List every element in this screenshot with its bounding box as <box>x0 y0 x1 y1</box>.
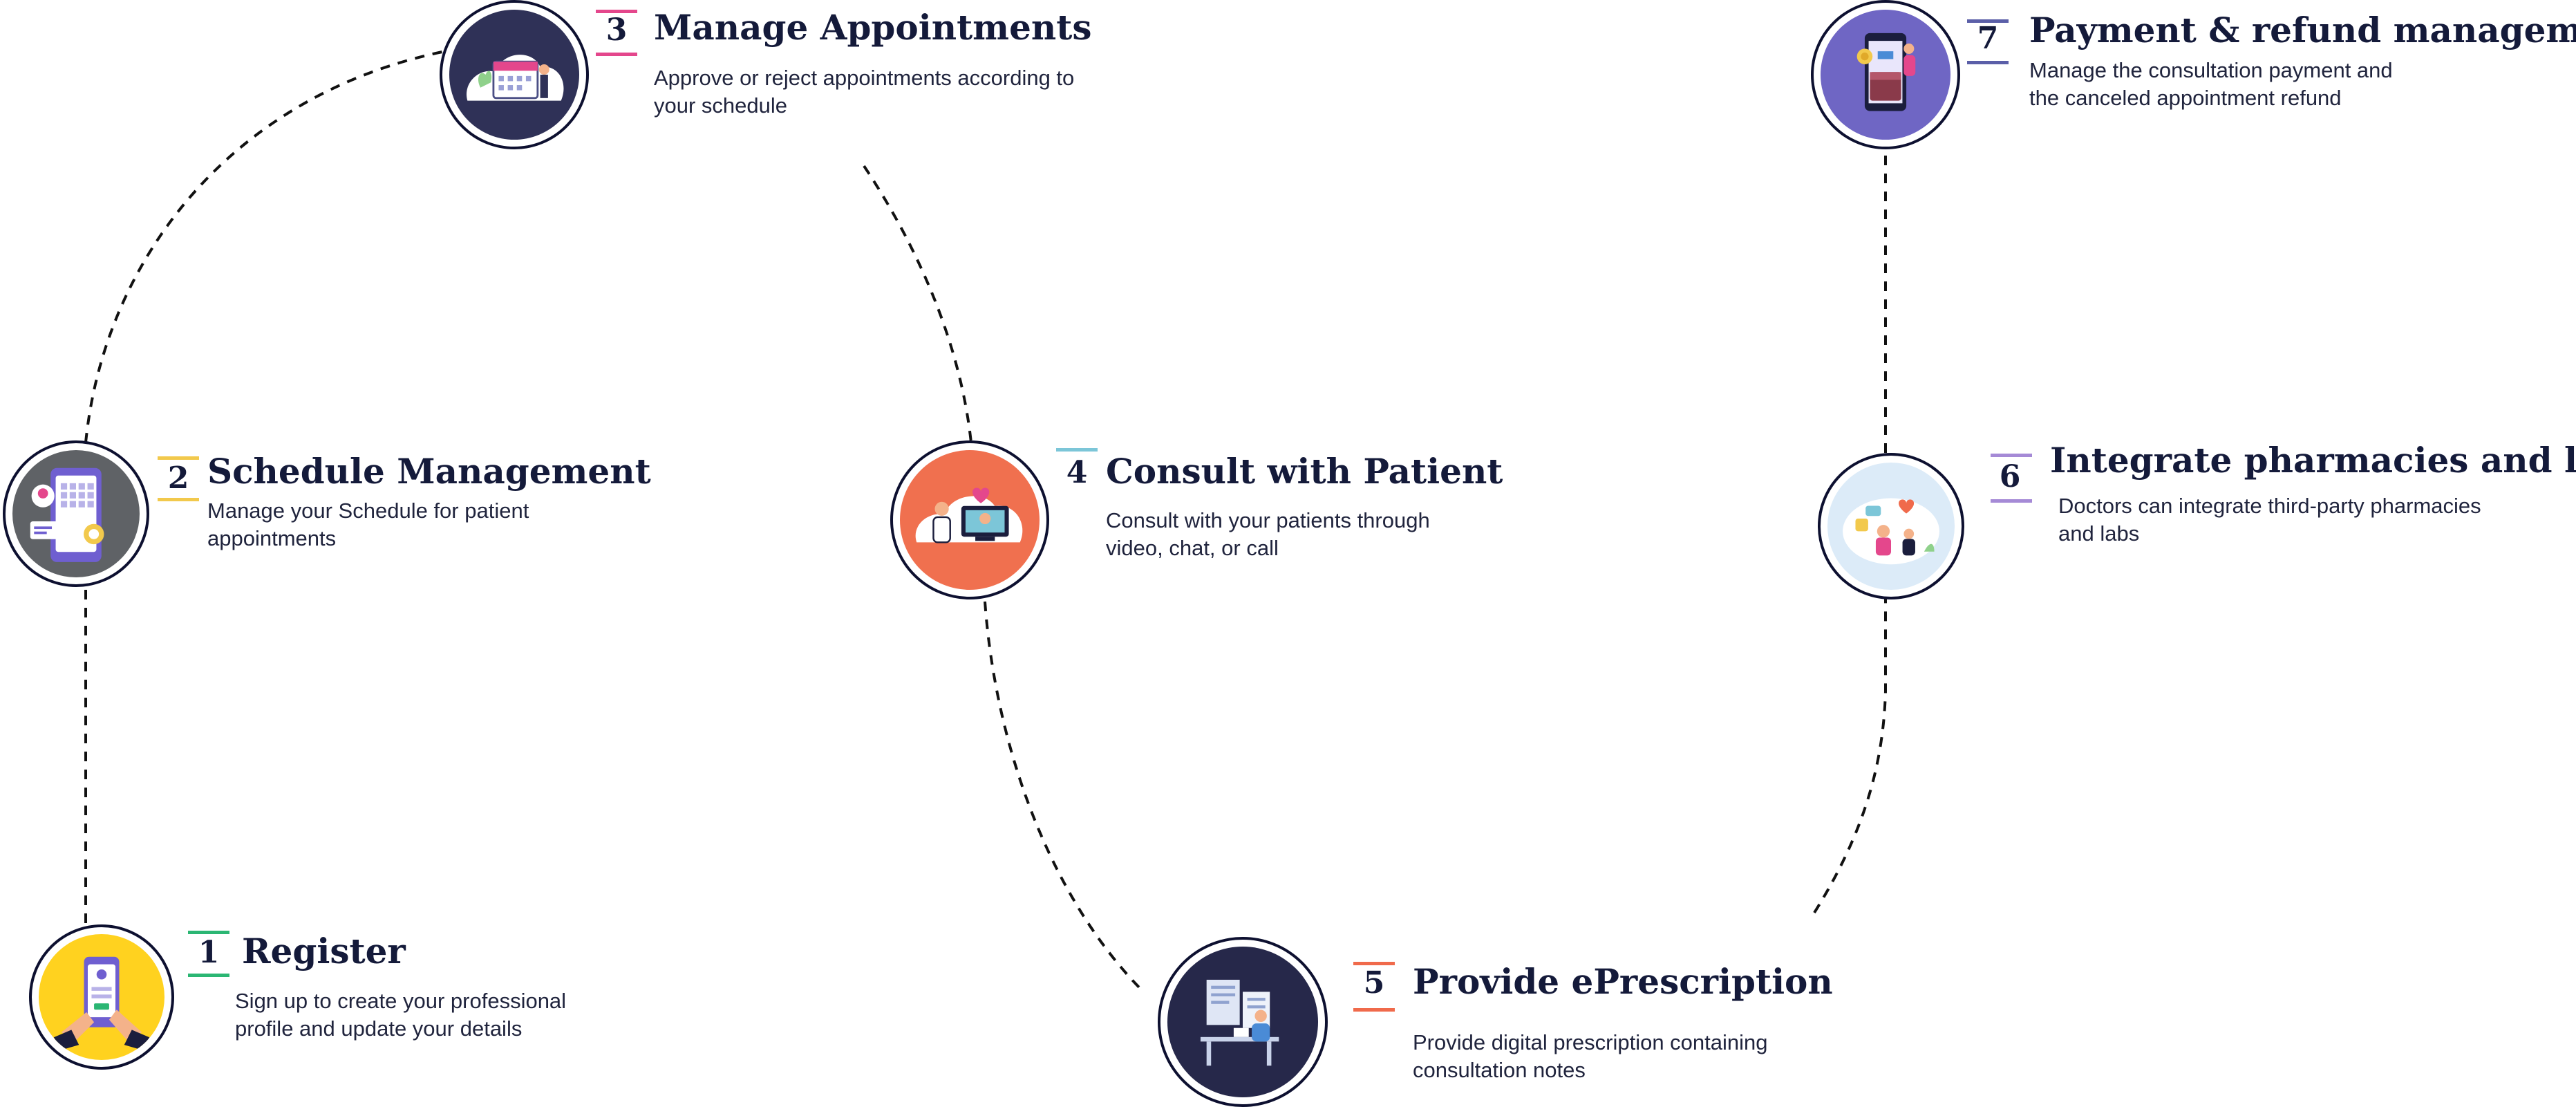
step-1-node <box>29 924 174 1070</box>
step-4-node <box>890 440 1049 599</box>
step-7-title: Payment & refund management <box>2029 10 2576 50</box>
step-2-desc-line-1: Manage your Schedule for patient <box>207 499 529 523</box>
step-3-title: Manage Appointments <box>654 7 1092 48</box>
phone-register-icon <box>53 956 150 1050</box>
step-7-desc-line-2: the canceled appointment refund <box>2029 86 2342 110</box>
schedule-phone-icon <box>30 467 104 562</box>
step-4-accent-bar <box>1056 448 1098 452</box>
calendar-appointment-icon <box>467 55 564 101</box>
step-1-desc-line-1: Sign up to create your professional <box>235 989 567 1013</box>
step-4-desc-line-1: Consult with your patients through <box>1106 508 1430 532</box>
step-6-illustration <box>1827 463 1955 590</box>
step-6-accent-bar <box>1991 454 2032 457</box>
step-7-illustration <box>1821 10 1950 140</box>
step-1-title: Register <box>242 931 406 971</box>
step-4-title: Consult with Patient <box>1106 451 1503 492</box>
step-1-desc-line-2: profile and update your details <box>235 1016 523 1041</box>
step-3-desc-line-1: Approve or reject appointments according… <box>654 66 1075 90</box>
step-5-accent-bar <box>1353 962 1395 965</box>
step-3-desc-line-2: your schedule <box>654 93 788 118</box>
payment-refund-icon <box>1856 32 1916 111</box>
step-7-desc-line-1: Manage the consultation payment and <box>2029 58 2393 82</box>
step-2-accent-bar-bottom <box>158 498 199 501</box>
step-6-desc-line-2: and labs <box>2058 521 2140 546</box>
step-3-accent-bar-bottom <box>596 53 637 56</box>
step-1-accent-bar <box>188 931 229 934</box>
eprescription-icon <box>1200 979 1279 1066</box>
step-3-number: 3 <box>605 12 628 48</box>
step-5-node <box>1158 937 1328 1107</box>
connector-5-6 <box>1813 591 1887 914</box>
step-7-accent-bar-bottom <box>1967 61 2009 64</box>
step-5-desc-line-1: Provide digital prescription containing <box>1413 1030 1768 1054</box>
step-5-title: Provide ePrescription <box>1413 961 1833 1002</box>
step-2-illustration <box>12 450 140 577</box>
step-5-accent-bar-bottom <box>1353 1008 1395 1012</box>
step-5-illustration <box>1167 947 1318 1097</box>
step-3-illustration <box>449 10 579 140</box>
step-6-desc-line-1: Doctors can integrate third-party pharma… <box>2058 494 2481 518</box>
step-6-number: 6 <box>1999 459 2021 494</box>
step-1-illustration <box>39 934 164 1060</box>
step-2-desc-line-2: appointments <box>207 526 337 550</box>
pharmacy-lab-icon <box>1843 498 1939 565</box>
step-6-node <box>1818 453 1964 599</box>
step-3-accent-bar <box>596 10 637 13</box>
step-2-number: 2 <box>167 461 189 496</box>
step-2-title: Schedule Management <box>207 451 651 492</box>
step-2-node <box>3 440 149 587</box>
step-1-accent-bar-bottom <box>188 974 229 977</box>
connector-4-5 <box>984 601 1145 994</box>
connector-2-3 <box>84 50 443 443</box>
step-4-desc-line-2: video, chat, or call <box>1106 536 1279 560</box>
step-7-number: 7 <box>1977 21 1999 56</box>
step-1-number: 1 <box>198 935 220 970</box>
step-6-title: Integrate pharmacies and labs <box>2050 440 2576 481</box>
step-5-number: 5 <box>1363 965 1385 1001</box>
step-4-number: 4 <box>1066 455 1088 490</box>
step-6-accent-bar-bottom <box>1991 499 2032 503</box>
step-5-desc-line-2: consultation notes <box>1413 1058 1586 1082</box>
step-3-node <box>440 0 589 149</box>
step-7-accent-bar <box>1967 19 2009 23</box>
step-7-node <box>1811 0 1960 149</box>
video-consult-icon <box>915 487 1023 543</box>
step-4-illustration <box>900 450 1040 590</box>
step-2-accent-bar <box>158 456 199 460</box>
connector-3-4 <box>863 165 972 443</box>
